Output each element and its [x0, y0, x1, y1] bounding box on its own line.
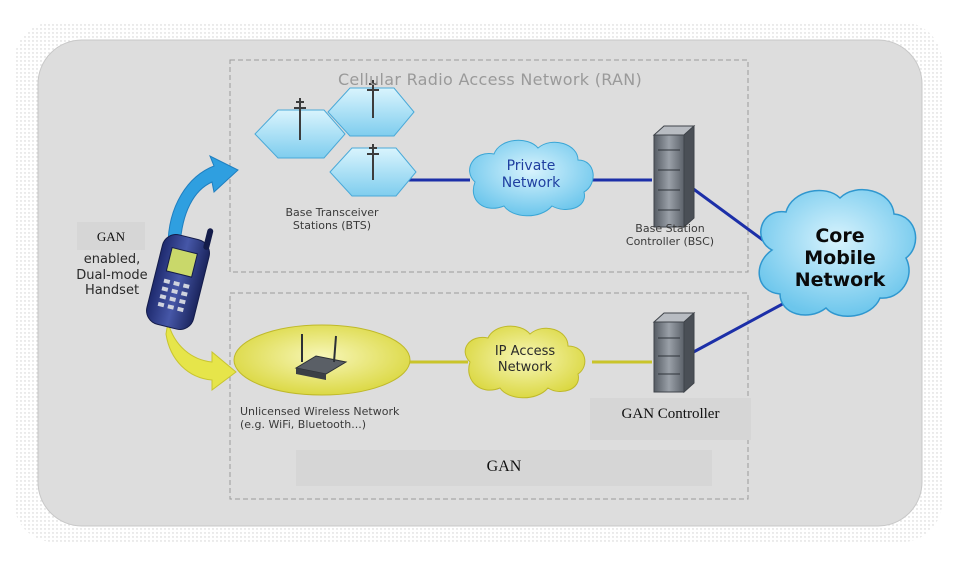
cellular-path-arrow: [167, 154, 239, 247]
gan-controller-server-icon: [652, 311, 696, 394]
ganc-to-core-link: [687, 298, 791, 357]
private-network-line-2: Network: [501, 174, 561, 191]
bts-cell-group: [254, 80, 417, 197]
gan-banner-box: [296, 450, 712, 486]
bts-label-line-1: Base Transceiver: [285, 206, 379, 219]
private-network-line-1: Private: [506, 158, 556, 174]
handset-label-line-3: Dual-mode: [76, 267, 148, 283]
ip-access-line-2: Network: [497, 359, 553, 375]
unlicensed-network-label: Unlicensed Wireless Network (e.g. WiFi, …: [240, 405, 440, 431]
handset-gan-label: GAN: [96, 229, 126, 244]
bsc-label: Base Station Controller (BSC): [600, 222, 740, 248]
core-network-label: Core Mobile Network: [786, 225, 894, 292]
bts-label: Base Transceiver Stations (BTS): [262, 206, 402, 232]
handset-gan-box: [77, 222, 145, 250]
ip-access-line-1: IP Access: [494, 344, 556, 359]
core-network-line-1: Core: [815, 225, 865, 247]
handset-label: enabled, Dual-mode Handset: [64, 252, 160, 299]
wireless-router-icon: [294, 334, 348, 380]
ip-access-network-label: IP Access Network: [480, 344, 570, 375]
handset-label-line-4: Handset: [84, 283, 140, 299]
dual-mode-handset-icon: [146, 228, 214, 330]
bsc-label-line-1: Base Station: [635, 222, 705, 235]
bsc-label-line-2: Controller (BSC): [625, 235, 715, 249]
bts-label-line-2: Stations (BTS): [292, 219, 372, 233]
core-network-line-3: Network: [794, 268, 886, 291]
gan-banner-label: GAN: [486, 458, 522, 475]
ip-access-network-cloud: [464, 325, 586, 399]
core-mobile-network-cloud: [758, 189, 917, 317]
gan-controller-box: [590, 398, 751, 440]
gan-region: [229, 292, 749, 500]
private-network-label: Private Network: [488, 158, 574, 192]
bsc-server-icon: [652, 124, 696, 229]
core-network-line-2: Mobile: [804, 246, 876, 269]
ran-title: Cellular Radio Access Network (RAN): [337, 70, 643, 89]
unlicensed-line-2: (e.g. WiFi, Bluetooth...): [240, 418, 366, 432]
gan-controller-label: GAN Controller: [621, 406, 720, 422]
private-network-cloud: [469, 139, 594, 217]
wifi-path-arrow: [165, 321, 237, 391]
handset-label-line-2: enabled,: [83, 252, 141, 267]
unlicensed-line-1: Unlicensed Wireless Network: [240, 405, 400, 418]
